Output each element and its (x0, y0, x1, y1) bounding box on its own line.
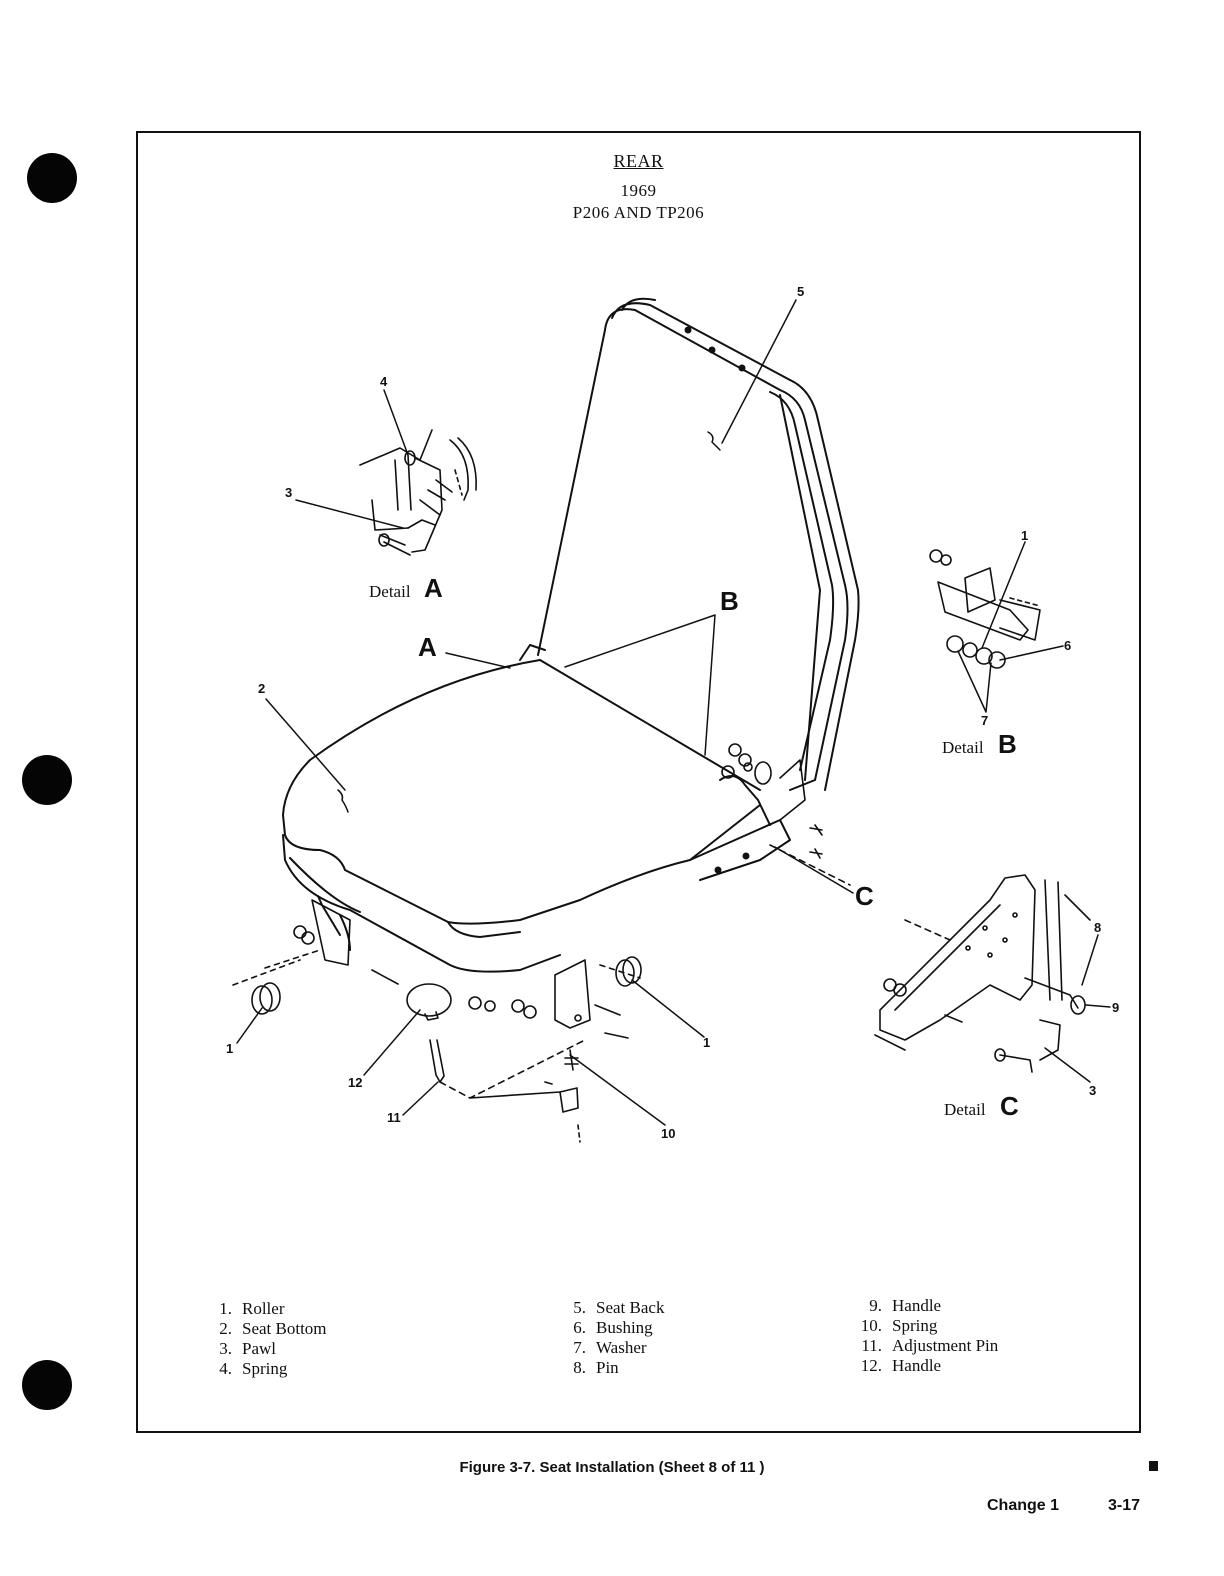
callout-1-right: 1 (703, 1035, 710, 1050)
callout-8: 8 (1094, 920, 1101, 935)
detail-b-drawing (929, 549, 1041, 669)
under-seat-parts (232, 899, 642, 1143)
view-letters: A B C (418, 586, 874, 911)
detail-a-word: Detail (369, 582, 411, 601)
legend-item: 12.Handle (860, 1356, 942, 1375)
legend-column-2: 5.Seat Back 6.Bushing 7.Washer 8.Pin (550, 1298, 664, 1378)
binder-hole-middle (22, 755, 72, 805)
legend-item: 3.Pawl (219, 1339, 276, 1358)
figure-models: P206 AND TP206 (572, 203, 705, 222)
detail-b-word: Detail (942, 738, 984, 757)
view-letter-c: C (855, 881, 874, 911)
detail-b-letter: B (998, 729, 1017, 759)
figure-title: REAR (613, 151, 664, 171)
callout-3-detail-a: 3 (285, 485, 292, 500)
callout-1-left: 1 (226, 1041, 233, 1056)
callout-1-detail-b: 1 (1021, 528, 1028, 543)
detail-c-drawing (874, 874, 1091, 1073)
callout-11: 11 (387, 1110, 401, 1125)
figure-frame: REAR 1969 P206 AND TP206 (136, 131, 1141, 1433)
callout-7: 7 (981, 713, 988, 728)
detail-labels: Detail A Detail B Detail C (369, 573, 1019, 1121)
legend-item: 9.Handle (869, 1296, 942, 1315)
callout-5: 5 (797, 284, 804, 299)
binder-hole-bottom (22, 1360, 72, 1410)
callout-numbers: 5 4 3 2 1 12 11 10 1 1 6 7 8 9 3 (226, 284, 1119, 1141)
legend-item: 4.Spring (219, 1359, 288, 1378)
legend-item: 5.Seat Back (573, 1298, 665, 1317)
figure-caption: Figure 3-7. Seat Installation (Sheet 8 o… (459, 1459, 765, 1476)
legend-item: 8.Pin (573, 1358, 619, 1377)
callout-4: 4 (380, 374, 388, 389)
legend-item: 2.Seat Bottom (219, 1319, 327, 1338)
change-bar-marker (1149, 1461, 1158, 1471)
binder-hole-top (27, 153, 77, 203)
detail-c-letter: C (1000, 1091, 1019, 1121)
legend-column-1: 1.Roller 2.Seat Bottom 3.Pawl 4.Spring (196, 1299, 327, 1379)
detail-c-word: Detail (944, 1100, 986, 1119)
legend-item: 7.Washer (573, 1338, 647, 1357)
callout-2: 2 (258, 681, 265, 696)
detail-a-drawing (359, 429, 477, 556)
seat-hardware (721, 743, 851, 886)
callout-6: 6 (1064, 638, 1071, 653)
figure-year: 1969 (620, 181, 657, 200)
legend-column-3: 9.Handle 10.Spring 11.Adjustment Pin 12.… (846, 1296, 999, 1376)
callout-10: 10 (661, 1126, 675, 1141)
footer-page-number: 3-17 (1108, 1497, 1141, 1514)
legend-item: 6.Bushing (573, 1318, 653, 1337)
leader-lines (236, 299, 1111, 1126)
seat-bottom-drawing (282, 644, 791, 973)
view-letter-a: A (418, 632, 437, 662)
detail-a-letter: A (424, 573, 443, 603)
legend-item: 11.Adjustment Pin (861, 1336, 999, 1355)
view-letter-b: B (720, 586, 739, 616)
callout-3-detail-c: 3 (1089, 1083, 1096, 1098)
callout-12: 12 (348, 1075, 362, 1090)
legend-item: 10.Spring (860, 1316, 938, 1335)
callout-9: 9 (1112, 1000, 1119, 1015)
seat-back-drawing (537, 297, 860, 791)
footer-change: Change 1 (987, 1497, 1060, 1514)
legend-item: 1.Roller (219, 1299, 285, 1318)
